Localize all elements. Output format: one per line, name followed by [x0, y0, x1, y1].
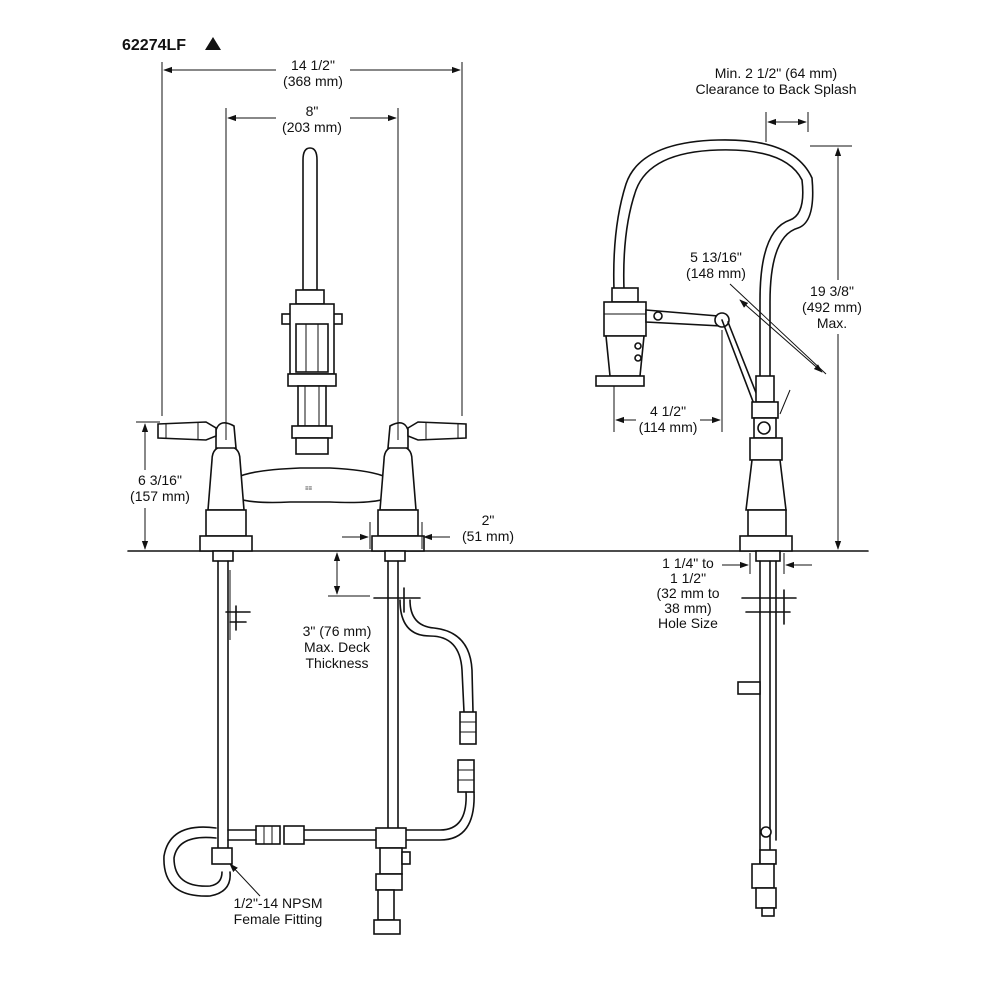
backsplash-line1: Min. 2 1/2" (64 mm)	[715, 65, 837, 81]
side-spout-hose	[622, 149, 804, 377]
hole-size-line2: 1 1/2"	[670, 570, 706, 586]
dim-center-spread: 8" (203 mm)	[225, 103, 399, 440]
hole-size-line4: 38 mm)	[664, 600, 711, 616]
spout-arm-imperial: 5 13/16"	[690, 249, 742, 265]
dim-deck-thickness: 3" (76 mm) Max. Deck Thickness	[303, 552, 372, 671]
overall-height-imperial: 19 3/8"	[810, 283, 854, 299]
callout-fitting: 1/2"-14 NPSM Female Fitting	[229, 863, 323, 927]
side-view-faucet	[595, 139, 814, 552]
front-left-handle	[157, 421, 217, 441]
fitting-line2: Female Fitting	[234, 911, 323, 927]
front-spout-tube	[302, 147, 318, 291]
hole-size-line5: Hole Size	[658, 615, 718, 631]
front-view-supply-lines	[163, 550, 477, 935]
deck-height-imperial: 6 3/16"	[138, 472, 182, 488]
side-view-supply-lines	[737, 550, 797, 917]
dim-backsplash-clearance: Min. 2 1/2" (64 mm) Clearance to Back Sp…	[695, 65, 857, 142]
deck-height-metric: (157 mm)	[130, 488, 190, 504]
overall-height-note: Max.	[817, 315, 847, 331]
fitting-line1: 1/2"-14 NPSM	[233, 895, 322, 911]
dim-spout-arm: 5 13/16" (148 mm)	[686, 249, 827, 415]
overall-width-metric: (368 mm)	[283, 73, 343, 89]
side-sprayer-head	[603, 301, 647, 337]
front-left-body	[207, 445, 245, 511]
model-number: 62274LF	[122, 37, 186, 54]
dim-deck-height: 6 3/16" (157 mm)	[130, 421, 190, 550]
overall-height-metric: (492 mm)	[802, 299, 862, 315]
front-right-body	[379, 445, 417, 511]
deck-thickness-line3: Thickness	[305, 655, 368, 671]
dim-spray-reach: 4 1/2" (114 mm)	[613, 330, 723, 438]
dim-hole-size: 1 1/4" to 1 1/2" (32 mm to 38 mm) Hole S…	[656, 553, 812, 631]
dim-base-diameter: 2" (51 mm)	[342, 512, 514, 549]
lead-free-triangle-icon	[205, 37, 221, 50]
hole-size-line1: 1 1/4" to	[662, 555, 714, 571]
front-right-handle	[407, 421, 467, 441]
spray-reach-metric: (114 mm)	[639, 419, 698, 435]
deck-thickness-line1: 3" (76 mm)	[303, 623, 372, 639]
center-spread-metric: (203 mm)	[282, 119, 342, 135]
side-body	[745, 459, 787, 511]
base-diameter-imperial: 2"	[482, 512, 495, 528]
backsplash-line2: Clearance to Back Splash	[695, 81, 856, 97]
dim-overall-width: 14 1/2" (368 mm)	[161, 57, 463, 416]
overall-width-imperial: 14 1/2"	[291, 57, 335, 73]
spray-reach-imperial: 4 1/2"	[650, 403, 686, 419]
spout-arm-metric: (148 mm)	[686, 265, 746, 281]
svg-text:≡≡: ≡≡	[305, 486, 313, 492]
hole-size-line3: (32 mm to	[656, 585, 719, 601]
base-diameter-metric: (51 mm)	[462, 528, 514, 544]
front-view-faucet: ≡≡	[157, 147, 467, 552]
center-spread-imperial: 8"	[306, 103, 319, 119]
deck-thickness-line2: Max. Deck	[304, 639, 371, 655]
